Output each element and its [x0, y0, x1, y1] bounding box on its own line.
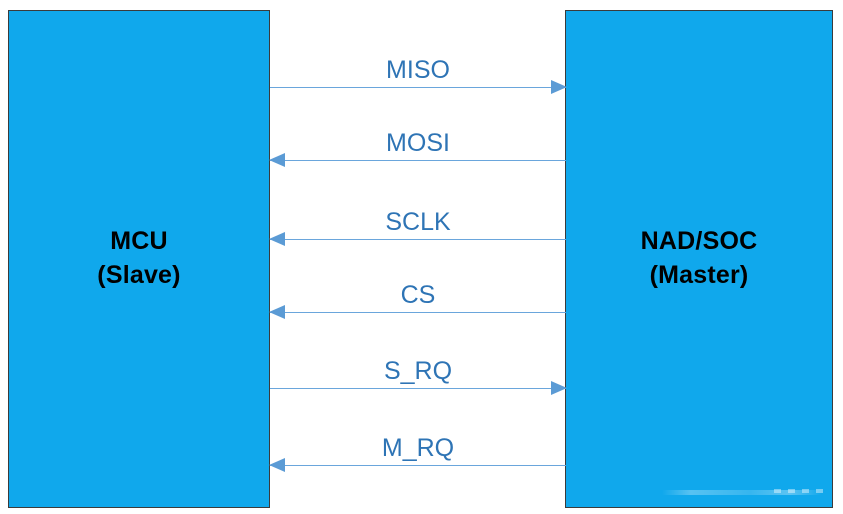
arrow-right-icon [551, 80, 567, 94]
block-mcu-name: MCU [110, 227, 168, 256]
signal-sclk-label: SCLK [385, 208, 451, 236]
signal-s-rq-line [270, 388, 566, 389]
image-artifact-streak [662, 490, 822, 495]
signal-m-rq-label: M_RQ [381, 434, 455, 462]
signal-cs-label: CS [400, 281, 436, 309]
block-nad-soc-role: (Master) [649, 261, 749, 289]
block-nad-soc[interactable]: NAD/SOC (Master) [565, 10, 833, 508]
arrow-left-icon [269, 153, 285, 167]
signal-miso-label: MISO [386, 56, 450, 84]
signal-mosi-label: MOSI [386, 129, 450, 157]
signal-miso-line [270, 87, 566, 88]
block-nad-soc-name: NAD/SOC [640, 227, 758, 256]
signal-sclk-line [270, 239, 566, 240]
arrow-left-icon [269, 458, 285, 472]
image-artifact-dashes [774, 489, 826, 493]
arrow-left-icon [269, 305, 285, 319]
signal-m-rq-line [270, 465, 566, 466]
arrow-right-icon [551, 381, 567, 395]
block-mcu[interactable]: MCU (Slave) [8, 10, 270, 508]
arrow-left-icon [269, 232, 285, 246]
signal-mosi-line [270, 160, 566, 161]
signal-s-rq-label: S_RQ [383, 357, 453, 385]
block-mcu-role: (Slave) [97, 261, 181, 289]
signal-cs-line [270, 312, 566, 313]
